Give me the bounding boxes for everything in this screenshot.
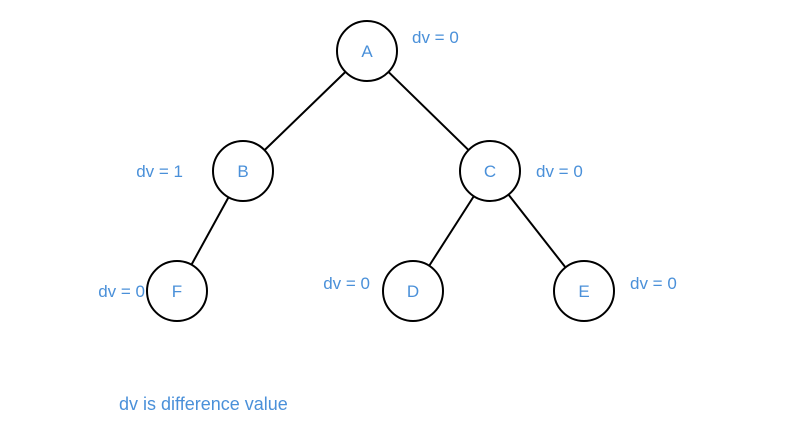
node-label-a: A — [361, 42, 373, 61]
node-circle-e — [553, 260, 615, 322]
dv-label-c: dv = 0 — [536, 162, 583, 181]
edge-c-e — [507, 194, 567, 268]
node-label-f: F — [172, 282, 182, 301]
dv-label-a: dv = 0 — [412, 28, 459, 47]
node-c: C — [459, 140, 521, 202]
nodes-layer: A B C F D E — [146, 20, 615, 322]
dv-label-f: dv = 0 — [98, 282, 145, 301]
node-circle-f — [146, 260, 208, 322]
node-circle-b — [212, 140, 274, 202]
node-b: B — [212, 140, 274, 202]
edge-a-c — [387, 71, 470, 151]
node-label-c: C — [484, 162, 496, 181]
node-d: D — [382, 260, 444, 322]
node-e: E — [553, 260, 615, 322]
edge-c-d — [428, 195, 475, 267]
edge-a-b — [263, 71, 347, 151]
caption-text: dv is difference value — [119, 394, 288, 414]
edge-b-f — [190, 196, 230, 266]
edges-layer — [190, 71, 567, 268]
node-circle-c — [459, 140, 521, 202]
dv-label-d: dv = 0 — [323, 274, 370, 293]
dv-labels-layer: dv = 0 dv = 1 dv = 0 dv = 0 dv = 0 dv = 0 — [98, 28, 677, 301]
node-a: A — [336, 20, 398, 82]
dv-label-e: dv = 0 — [630, 274, 677, 293]
node-circle-a — [336, 20, 398, 82]
node-label-d: D — [407, 282, 419, 301]
node-label-b: B — [237, 162, 248, 181]
node-f: F — [146, 260, 208, 322]
dv-label-b: dv = 1 — [136, 162, 183, 181]
node-circle-d — [382, 260, 444, 322]
node-label-e: E — [578, 282, 589, 301]
